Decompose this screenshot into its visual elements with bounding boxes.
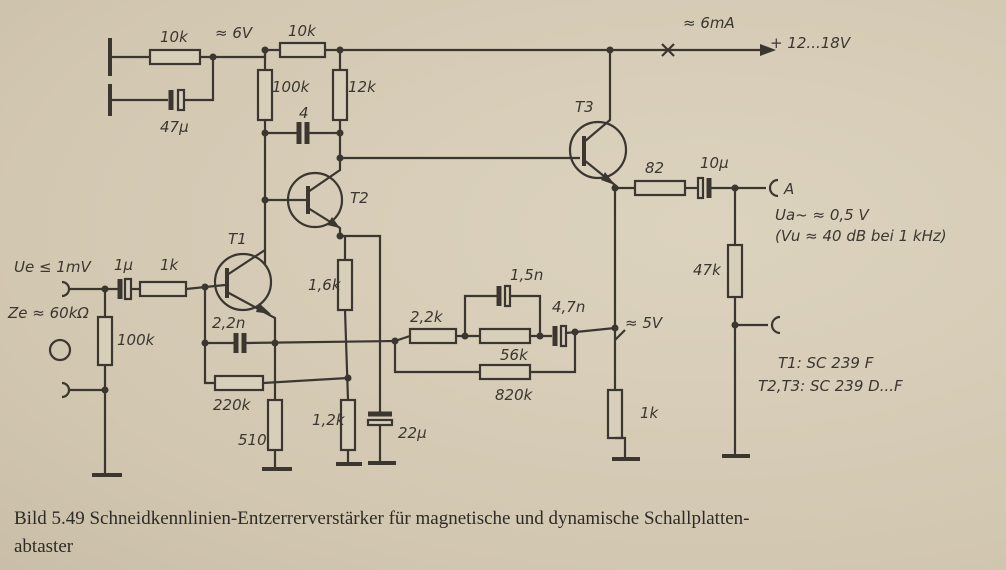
label-c-4: 4 <box>299 104 309 122</box>
label-r-220k: 220k <box>213 396 252 414</box>
label-c-22n: 2,2n <box>212 314 245 332</box>
label-c-15n: 1,5n <box>510 266 543 284</box>
label-ze: Ze ≈ 60kΩ <box>7 304 89 322</box>
figure-caption-line1: Bild 5.49 Schneidkennlinien-Entzerrerver… <box>14 508 750 529</box>
label-c-1: 1µ <box>114 256 133 274</box>
label-r-510: 510 <box>238 431 267 449</box>
label-r-100k-in: 100k <box>117 331 156 349</box>
label-c-10: 10µ <box>700 154 729 172</box>
label-c-47: 47µ <box>160 118 189 136</box>
label-r-16k: 1,6k <box>308 276 342 294</box>
resistor-1k-input <box>138 280 188 298</box>
label-t3: T3 <box>575 98 594 116</box>
supply-rail <box>108 38 776 116</box>
resistor-100k-collector <box>256 68 274 122</box>
label-c-22u: 22µ <box>398 424 427 442</box>
resistor-82 <box>633 179 687 197</box>
label-c-47n: 4,7n <box>552 298 585 316</box>
stage-1 <box>48 249 396 477</box>
figure-caption-line2: abtaster <box>14 536 74 557</box>
resistor-2k2 <box>408 327 458 345</box>
label-v-6: ≈ 6V <box>215 24 254 42</box>
label-r-top2: 10k <box>288 22 317 40</box>
label-ua: Ua~ ≈ 0,5 V <box>775 206 870 224</box>
label-out-a: A <box>783 180 794 198</box>
equalizer-network <box>391 284 616 381</box>
component-labels: 10k ≈ 6V 10k ≈ 6mA + 12...18V 47µ 100k 1… <box>7 14 947 449</box>
label-i-supply: ≈ 6mA <box>683 14 735 32</box>
stage-2 <box>256 50 580 466</box>
resistor-100k-input <box>96 315 114 367</box>
label-v-5: ≈ 5V <box>625 314 664 332</box>
label-vu: (Vu ≈ 40 dB bei 1 kHz) <box>775 227 947 245</box>
transistor-t3 <box>568 120 628 180</box>
label-r-1k-in: 1k <box>160 256 180 274</box>
resistor-510 <box>266 398 284 452</box>
resistor-12k <box>331 68 349 122</box>
label-r-22k: 2,2k <box>410 308 444 326</box>
label-r-12k: 12k <box>348 78 377 96</box>
transistor-t1 <box>213 252 273 312</box>
resistor-56k <box>478 327 532 345</box>
label-t23-type: T2,T3: SC 239 D...F <box>758 377 903 395</box>
label-r-820k: 820k <box>495 386 534 404</box>
label-r-1k-e: 1k <box>640 404 660 422</box>
label-t1-type: T1: SC 239 F <box>778 354 874 372</box>
resistor-10k-1 <box>148 48 202 66</box>
label-r-56k: 56k <box>500 346 529 364</box>
resistor-1k-emitter <box>606 388 624 440</box>
label-ue: Ue ≤ 1mV <box>14 258 92 276</box>
resistor-10k-2 <box>278 41 327 59</box>
label-r-82: 82 <box>645 159 664 177</box>
label-t2: T2 <box>350 189 369 207</box>
label-t1: T1 <box>228 230 247 248</box>
label-supply: + 12...18V <box>770 34 852 52</box>
label-r-47k: 47k <box>693 261 722 279</box>
resistor-220k <box>213 374 265 392</box>
resistor-47k <box>726 243 744 299</box>
label-r-12k-e: 1,2k <box>312 411 346 429</box>
stage-3 <box>568 50 781 461</box>
label-r-100k-c: 100k <box>272 78 311 96</box>
label-r-top1: 10k <box>160 28 189 46</box>
resistor-820k <box>478 363 532 381</box>
